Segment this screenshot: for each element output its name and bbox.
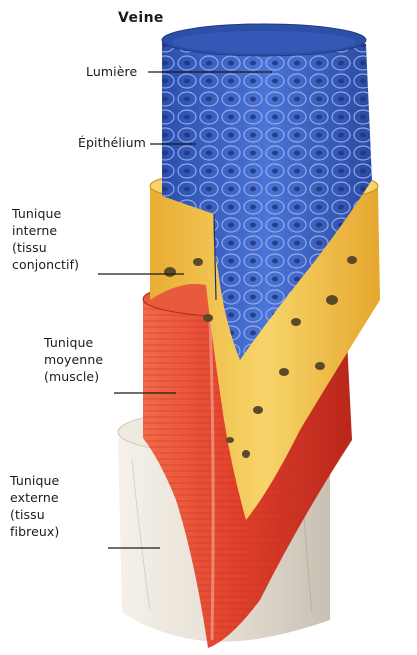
label-tunique-externe: Tunique externe (tissu fibreux) bbox=[10, 472, 59, 540]
diagram-title: Veine bbox=[118, 10, 164, 26]
label-tunique-moyenne: Tunique moyenne (muscle) bbox=[44, 334, 103, 385]
label-epithelium: Épithélium bbox=[78, 134, 146, 151]
label-lumiere: Lumière bbox=[86, 63, 137, 80]
label-tunique-interne: Tunique interne (tissu conjonctif) bbox=[12, 205, 79, 273]
